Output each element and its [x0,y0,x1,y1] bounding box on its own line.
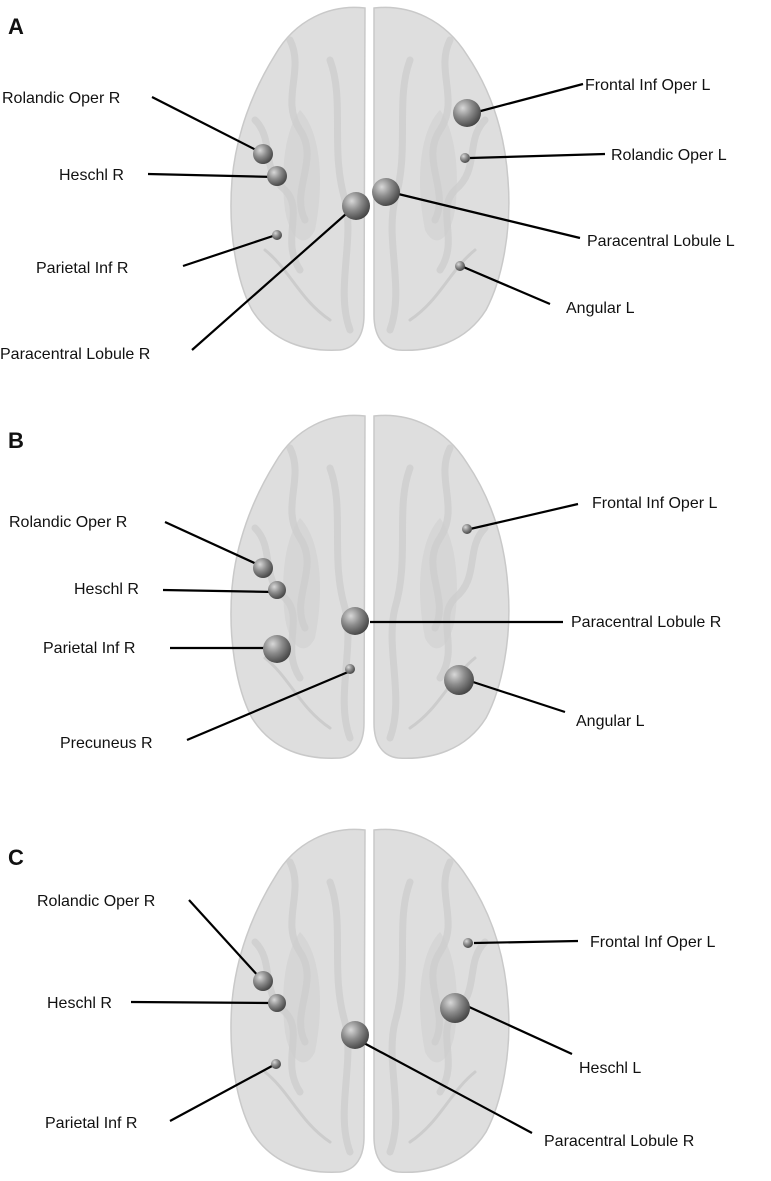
leader-line [151,96,263,154]
roi-node [341,1021,369,1049]
roi-nodes [253,99,481,271]
leader-line [164,521,262,567]
roi-node [342,192,370,220]
roi-node [253,971,273,991]
roi-label: Precuneus R [60,735,153,752]
leader-line [147,172,276,179]
roi-label: Heschl R [59,167,124,184]
panel-c: C [8,828,715,1173]
leader-line [361,1041,533,1134]
roi-node [267,166,287,186]
brain-axial-view [230,414,510,759]
roi-label: Angular L [566,300,635,317]
roi-node [444,665,474,695]
gyrus [263,248,332,322]
roi-label: Angular L [576,713,645,730]
panel-letter: C [8,845,24,870]
roi-label: Parietal Inf R [36,260,128,277]
brain-axial-view [230,828,510,1173]
roi-label: Heschl L [579,1060,641,1077]
leader-line [186,670,349,742]
roi-label: Frontal Inf Oper L [592,495,717,512]
gyrus [436,116,489,274]
gyrus [326,464,354,742]
gyrus [386,464,414,742]
roi-labels: Frontal Inf Oper L Rolandic Oper L Parac… [0,77,735,363]
gyrus [408,656,477,730]
leader-line [130,1000,273,1005]
gyrus [251,116,304,274]
roi-node [268,994,286,1012]
leader-lines [162,502,579,742]
roi-label: Parietal Inf R [45,1115,137,1132]
leader-line [469,679,566,714]
gyrus [326,878,354,1156]
roi-labels: Frontal Inf Oper L Heschl L Rolandic Ope… [37,893,715,1150]
roi-node [272,230,282,240]
gyrus [286,36,311,224]
roi-nodes [253,524,474,695]
leader-lines [130,899,579,1134]
leader-line [191,205,356,351]
gyrus [251,524,304,682]
roi-node [263,635,291,663]
roi-nodes [253,938,473,1069]
leader-line [466,1004,573,1056]
gyrus [251,938,304,1096]
leader-line [476,82,584,114]
gyrus [286,858,311,1046]
gyrus [286,444,311,632]
roi-label: Rolandic Oper R [37,893,155,910]
roi-label: Paracentral Lobule R [0,346,150,363]
leader-line [469,502,579,531]
roi-label: Parietal Inf R [43,640,135,657]
panel-b: B [8,414,721,759]
roi-label: Heschl R [47,995,112,1012]
leader-line [460,264,551,306]
roi-label: Paracentral Lobule R [544,1133,694,1150]
leader-line [188,899,261,979]
roi-node [372,178,400,206]
roi-label: Frontal Inf Oper L [585,77,710,94]
roi-label: Rolandic Oper R [2,90,120,107]
roi-node [453,99,481,127]
panel-letter: B [8,428,24,453]
gyrus [436,524,489,682]
leader-line [469,152,606,160]
roi-label: Heschl R [74,581,139,598]
leader-line [473,939,579,945]
gyrus [408,248,477,322]
roi-node [455,261,465,271]
leader-lines [147,82,606,351]
leader-line [169,1065,273,1122]
leader-line [162,588,275,594]
roi-label: Frontal Inf Oper L [590,934,715,951]
roi-label: Paracentral Lobule L [587,233,735,250]
roi-node [460,153,470,163]
roi-node [341,607,369,635]
roi-label: Rolandic Oper R [9,514,127,531]
leader-line [389,190,581,240]
gyrus [386,878,414,1156]
gyrus [263,1070,332,1144]
roi-labels: Frontal Inf Oper L Paracentral Lobule R … [9,495,721,752]
panel-a: A [0,6,735,363]
roi-label: Paracentral Lobule R [571,614,721,631]
roi-node [271,1059,281,1069]
roi-node [268,581,286,599]
panel-letter: A [8,14,24,39]
roi-node [463,938,473,948]
leader-line [182,233,277,268]
gyrus [429,858,454,1046]
roi-node [345,664,355,674]
roi-node [253,144,273,164]
gyrus [429,444,454,632]
roi-node [462,524,472,534]
roi-label: Rolandic Oper L [611,147,727,164]
roi-node [440,993,470,1023]
gyrus [429,36,454,224]
gyrus [408,1070,477,1144]
roi-node [253,558,273,578]
